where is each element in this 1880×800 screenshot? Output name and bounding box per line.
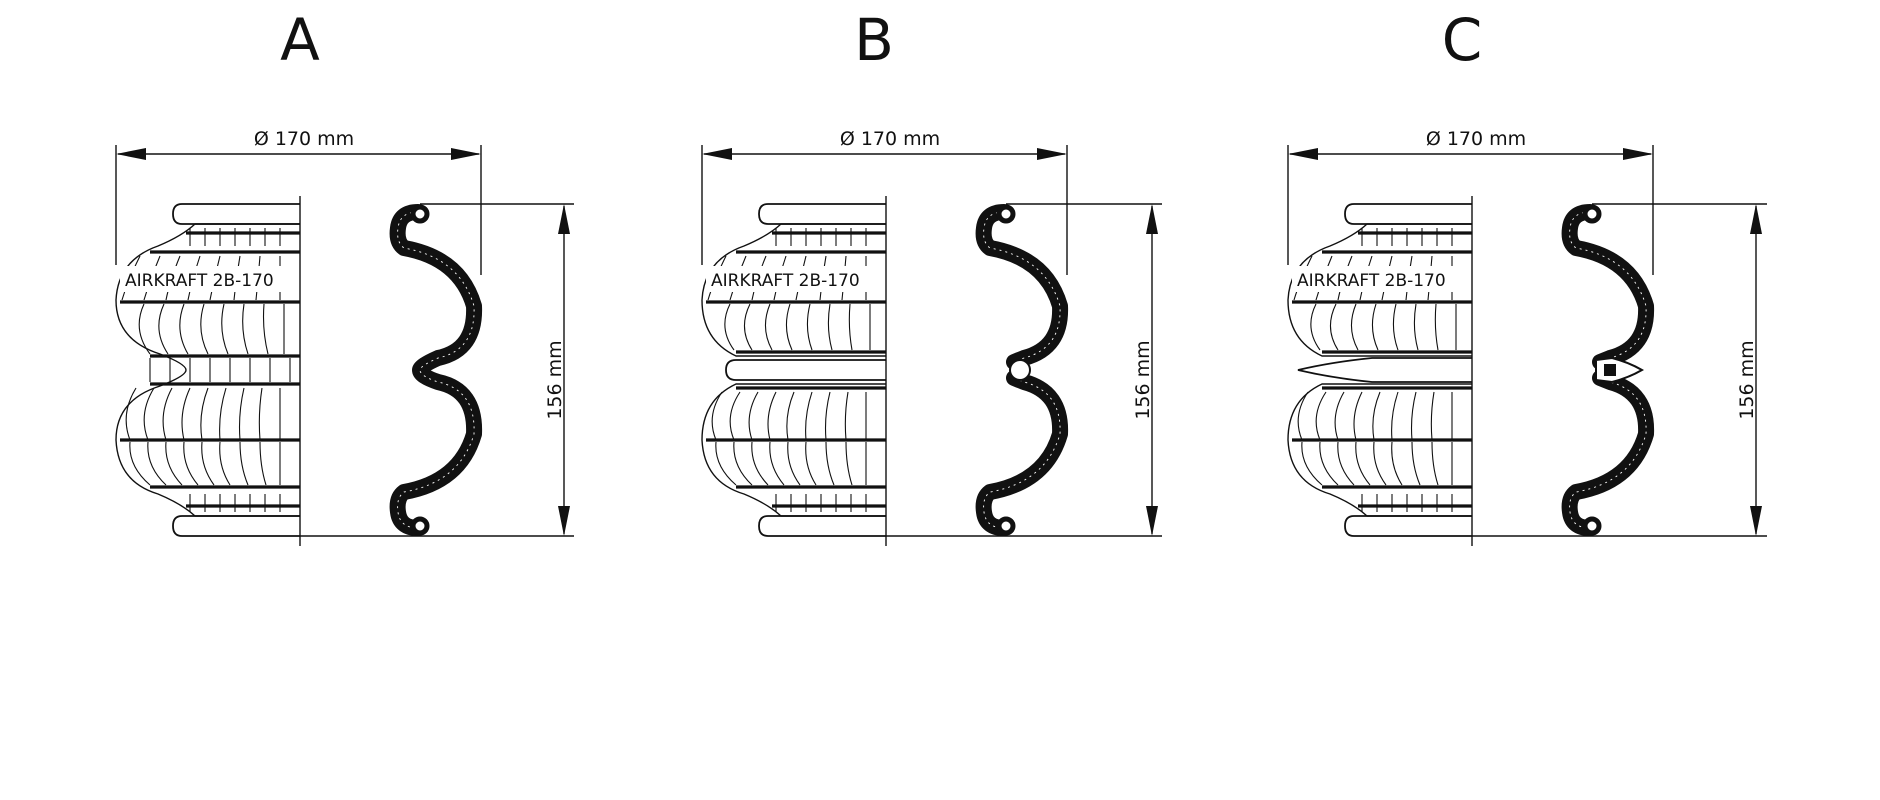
variant-c-label: C — [1442, 6, 1483, 74]
height-label-a: 156 mm — [544, 340, 566, 419]
girdle-ring-section-b — [1009, 359, 1031, 381]
bellows-exterior-c: AIRKRAFT 2B-170 — [1287, 203, 1472, 537]
variant-a-label: A — [280, 6, 320, 74]
diameter-label-a: Ø 170 mm — [254, 128, 354, 150]
brand-label-c: AIRKRAFT 2B-170 — [1297, 271, 1446, 291]
diameter-dimension-c: Ø 170 mm — [1287, 128, 1654, 275]
bellows-section-c — [1561, 204, 1655, 536]
bellows-section-b — [975, 204, 1069, 536]
diameter-label-b: Ø 170 mm — [840, 128, 940, 150]
height-dimension-a: 156 mm — [300, 203, 574, 537]
variant-b-label: B — [854, 6, 894, 74]
height-label-b: 156 mm — [1132, 340, 1154, 419]
height-dimension-b: 156 mm — [886, 203, 1162, 537]
variant-c: C Ø 170 mm 156 mm — [1287, 6, 1767, 546]
diameter-label-c: Ø 170 mm — [1426, 128, 1526, 150]
girdle-ring-b — [725, 359, 886, 381]
variant-b: B Ø 170 mm 156 mm — [701, 6, 1162, 546]
girdle-wedge-section-c — [1595, 356, 1645, 384]
diameter-dimension-a: Ø 170 mm — [115, 128, 482, 275]
girdle-wedge-c — [1297, 357, 1472, 383]
brand-label-a: AIRKRAFT 2B-170 — [125, 271, 274, 291]
bellows-exterior-a: AIRKRAFT 2B-170 — [115, 203, 300, 537]
height-label-c: 156 mm — [1736, 340, 1758, 419]
bellows-section-a — [389, 204, 483, 536]
variant-a: A Ø 170 mm 156 mm — [115, 6, 574, 546]
height-dimension-c: 156 mm — [1472, 203, 1767, 537]
brand-label-b: AIRKRAFT 2B-170 — [711, 271, 860, 291]
bellows-exterior-b: AIRKRAFT 2B-170 — [701, 203, 886, 537]
diameter-dimension-b: Ø 170 mm — [701, 128, 1068, 275]
